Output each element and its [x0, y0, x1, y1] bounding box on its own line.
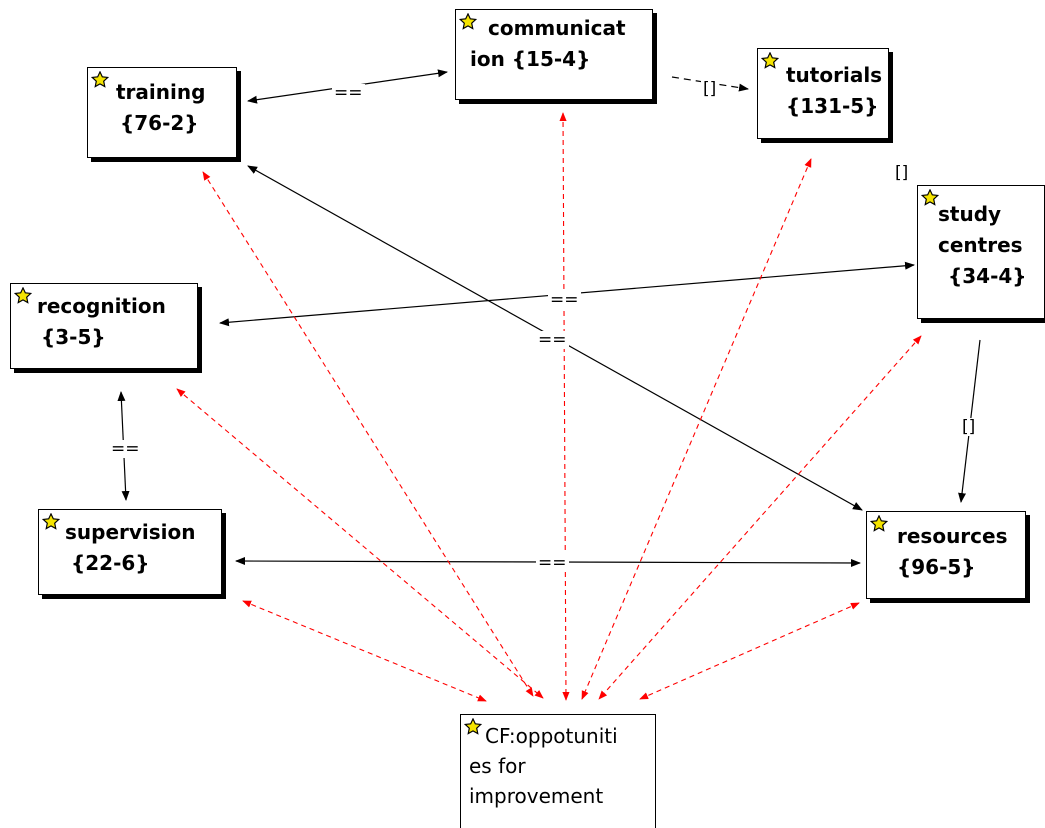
node-label: {76-2}: [120, 111, 199, 135]
edge-cf-communication[interactable]: [559, 112, 570, 701]
node-study-centres[interactable]: study centres {34-4}: [917, 185, 1045, 319]
node-label: study: [938, 202, 1002, 226]
node-training[interactable]: training {76-2}: [87, 67, 237, 158]
node-recognition[interactable]: recognition {3-5}: [10, 283, 198, 369]
edge-label-communication-tutorials: []: [701, 79, 719, 99]
node-tutorials[interactable]: tutorials {131-5}: [757, 48, 889, 139]
edge-label-study-centres-resources: []: [960, 417, 978, 437]
code-star-icon: [42, 513, 60, 530]
node-label: CF:oppotuniti: [485, 724, 618, 748]
edge-cf-tutorials[interactable]: [581, 158, 812, 700]
node-label: training: [116, 80, 206, 104]
node-label: {3-5}: [41, 325, 106, 349]
edge-label-recognition-supervision: ==: [109, 439, 142, 459]
edge-label-recognition-study-centres: ==: [548, 290, 581, 310]
node-label: centres: [938, 233, 1023, 257]
code-star-icon: [464, 718, 482, 735]
node-cf-opportunities[interactable]: CF:oppotuniti es for improvement: [460, 714, 656, 828]
edge-label-training-resources: ==: [536, 330, 569, 350]
code-star-icon: [459, 13, 477, 30]
node-label: communicat: [488, 16, 626, 40]
node-label: recognition: [37, 294, 166, 318]
node-label: improvement: [469, 784, 604, 808]
node-label: {22-6}: [71, 551, 150, 575]
code-star-icon: [921, 189, 939, 206]
code-star-icon: [91, 71, 109, 88]
edge-cf-supervision[interactable]: [242, 600, 487, 702]
node-label: {96-5}: [897, 555, 976, 579]
node-resources[interactable]: resources {96-5}: [866, 511, 1026, 599]
edge-label-supervision-resources: ==: [536, 553, 569, 573]
node-label: {34-4}: [948, 264, 1027, 288]
node-label: {131-5}: [786, 94, 879, 118]
node-label: supervision: [65, 520, 196, 544]
code-star-icon: [870, 515, 888, 532]
edge-cf-resources[interactable]: [639, 602, 860, 700]
edge-label-training-communication: ==: [332, 83, 365, 103]
node-label: resources: [897, 524, 1008, 548]
node-communication[interactable]: communicat ion {15-4}: [455, 9, 653, 100]
edge-cf-training[interactable]: [202, 171, 534, 697]
edge-label-tutorials-study-centres: []: [893, 163, 911, 183]
code-star-icon: [14, 287, 32, 304]
node-label: es for: [469, 754, 526, 778]
edge-cf-recognition[interactable]: [176, 388, 544, 699]
node-label: ion {15-4}: [470, 47, 591, 71]
node-label: tutorials: [786, 63, 883, 87]
node-supervision[interactable]: supervision {22-6}: [38, 509, 222, 595]
code-star-icon: [761, 52, 779, 69]
